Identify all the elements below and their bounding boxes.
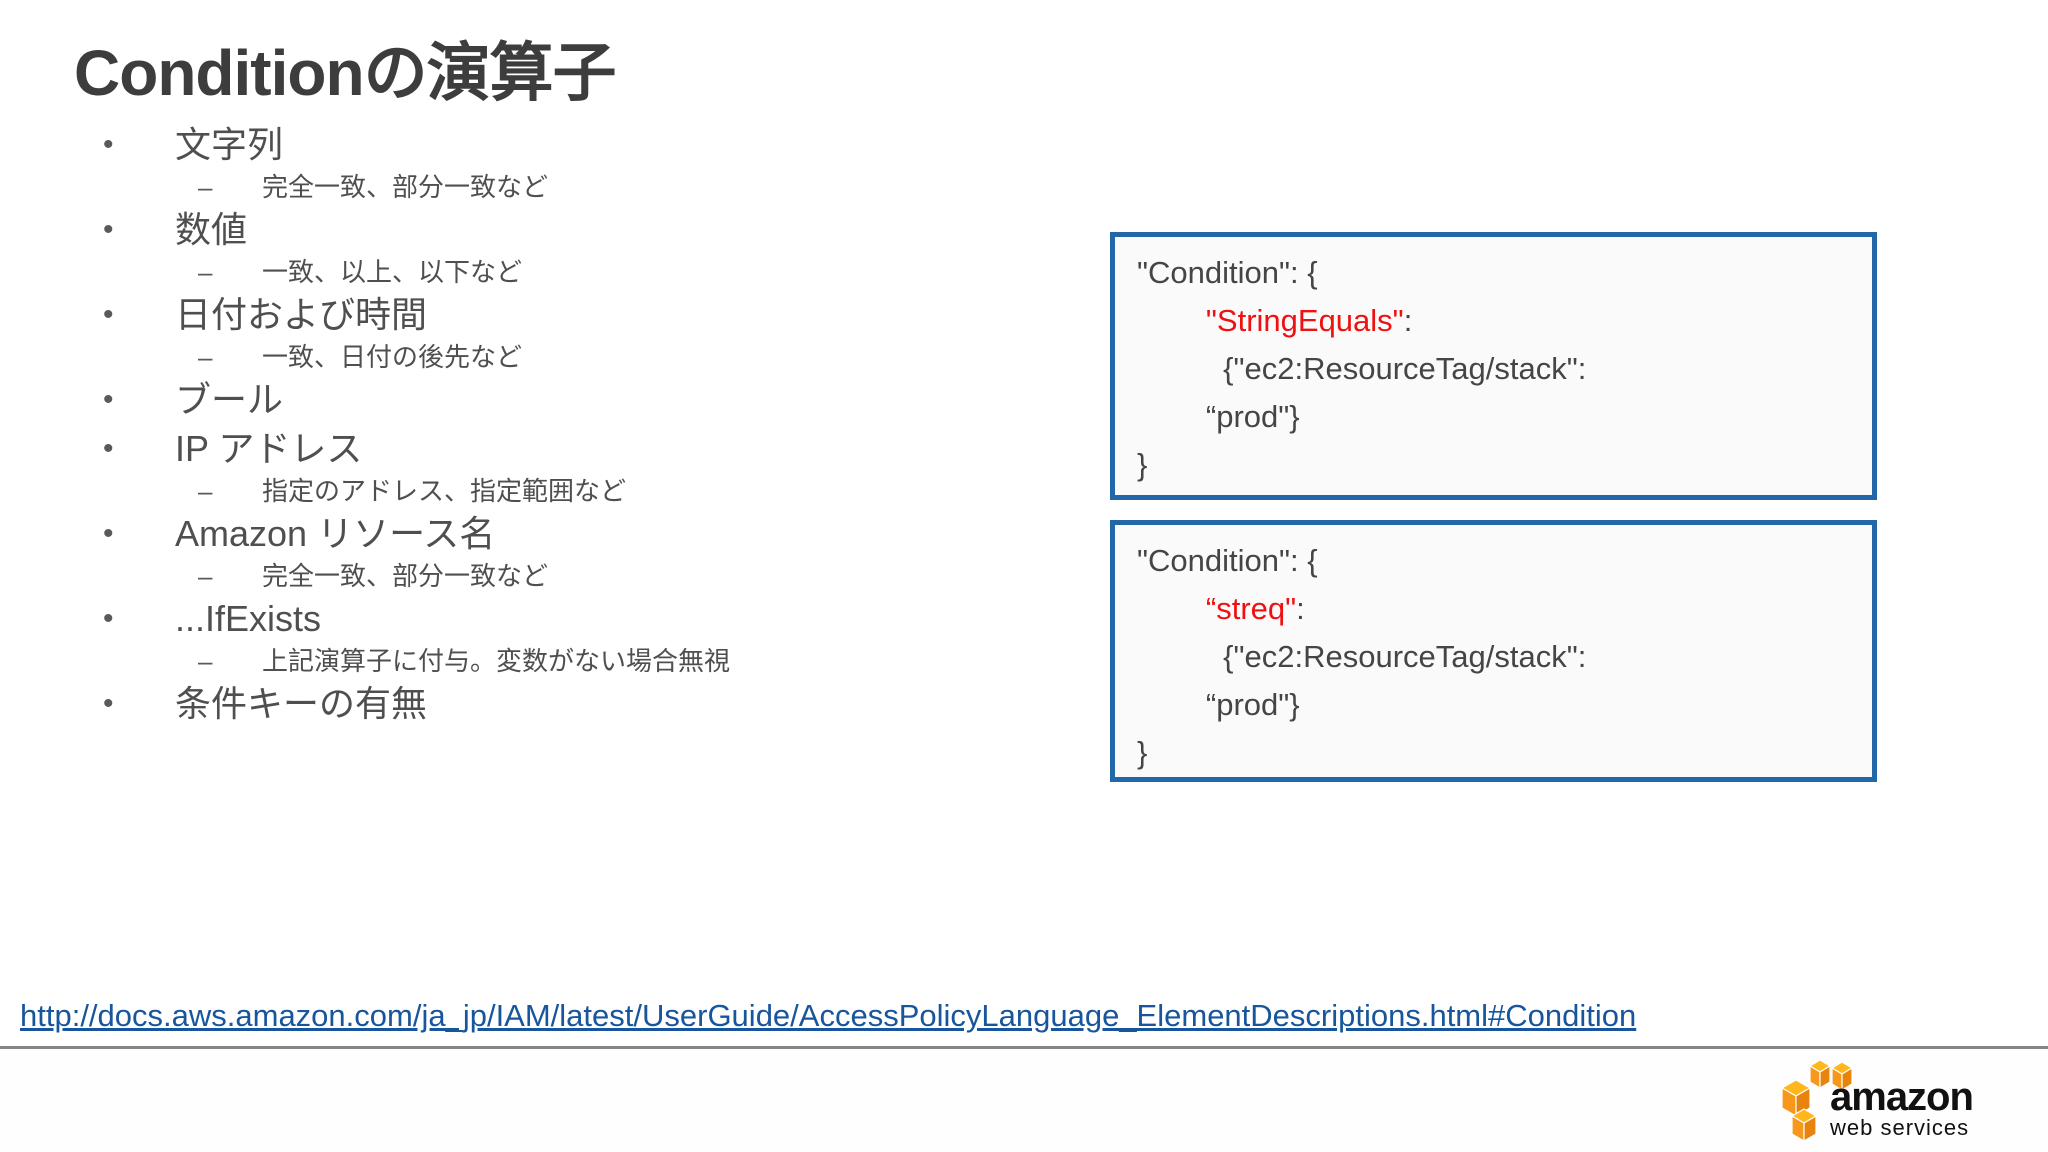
code-line: “streq": (1205, 591, 1305, 626)
code-line: "StringEquals": (1205, 303, 1413, 338)
dash-icon: – (198, 646, 213, 676)
code-line: } (1137, 447, 1148, 482)
aws-cubes-icon (1781, 1059, 1853, 1142)
footer-band (0, 1049, 2048, 1152)
bullet-label: 文字列 (175, 124, 284, 165)
bullet-item: • Amazon リソース名 (75, 509, 935, 558)
bullet-label: 条件キーの有無 (175, 683, 428, 724)
bullet-label: ブール (175, 379, 284, 420)
bullet-label: IP アドレス (175, 428, 363, 469)
bullet-dot-icon: • (103, 432, 114, 465)
bullet-list: • 文字列 – 完全一致、部分一致など • 数値 – 一致、以上、以下など • 日付および時間 – 一… (75, 120, 935, 728)
bullet-sub-item: – 一致、以上、以下など (75, 254, 935, 290)
bullet-sub-label: 上記演算子に付与。変数がない場合無視 (262, 646, 731, 676)
code-box-stringequals: "Condition": { "StringEquals": {"ec2:Res… (1110, 232, 1877, 500)
bullet-item: • ...IfExists (75, 594, 935, 643)
dash-icon: – (198, 342, 213, 372)
bullet-dot-icon: • (103, 383, 114, 416)
code-line: } (1137, 735, 1148, 770)
code-box-streq: "Condition": { “streq": {"ec2:ResourceTa… (1110, 520, 1877, 782)
dash-icon: – (198, 257, 213, 287)
bullet-dot-icon: • (103, 687, 114, 720)
bullet-dot-icon: • (103, 213, 114, 246)
dash-icon: – (198, 172, 213, 202)
bullet-label: 日付および時間 (175, 294, 428, 335)
footer-divider (0, 1046, 2048, 1049)
bullet-sub-label: 一致、以上、以下など (262, 257, 523, 287)
bullet-dot-icon: • (103, 517, 114, 550)
bullet-label: Amazon リソース名 (175, 513, 496, 554)
code-line: "Condition": { (1137, 543, 1318, 578)
bullet-sub-label: 完全一致、部分一致など (262, 561, 549, 591)
bullet-dot-icon: • (103, 128, 114, 161)
bullet-item: • IP アドレス (75, 424, 935, 473)
bullet-item: • 数値 (75, 205, 935, 254)
bullet-sub-label: 指定のアドレス、指定範囲など (262, 476, 627, 506)
dash-icon: – (198, 476, 213, 506)
bullet-dot-icon: • (103, 602, 114, 635)
bullet-item: • 文字列 (75, 120, 935, 169)
aws-logo-amazon: amazon (1830, 1075, 1974, 1119)
bullet-sub-item: – 一致、日付の後先など (75, 339, 935, 375)
bullet-sub-label: 完全一致、部分一致など (262, 172, 549, 202)
code-line: “prod"} (1137, 687, 1300, 722)
bullet-item: • 条件キーの有無 (75, 679, 935, 728)
docs-link[interactable]: http://docs.aws.amazon.com/ja_jp/IAM/lat… (20, 998, 1637, 1033)
code-line: "Condition": { (1137, 255, 1318, 290)
dash-icon: – (198, 561, 213, 591)
bullet-sub-item: – 指定のアドレス、指定範囲など (75, 473, 935, 509)
aws-logo-web-services: web services (1830, 1115, 1970, 1140)
bullet-item: • 日付および時間 (75, 290, 935, 339)
bullet-sub-label: 一致、日付の後先など (262, 342, 523, 372)
bullet-dot-icon: • (103, 298, 114, 331)
bullet-sub-item: – 完全一致、部分一致など (75, 169, 935, 205)
aws-logo-text: amazon web services (1830, 1075, 1974, 1140)
code-line: “prod"} (1137, 399, 1300, 434)
bullet-label: 数値 (175, 209, 248, 250)
bullet-label: ...IfExists (175, 598, 322, 639)
code-line: {"ec2:ResourceTag/stack": (1137, 639, 1587, 674)
bullet-item: • ブール (75, 375, 935, 424)
slide-title: Conditionの演算子 (74, 37, 617, 109)
code-line: {"ec2:ResourceTag/stack": (1137, 351, 1587, 386)
bullet-sub-item: – 上記演算子に付与。変数がない場合無視 (75, 643, 935, 679)
aws-logo: amazon web services (1780, 1058, 2000, 1146)
bullet-sub-item: – 完全一致、部分一致など (75, 558, 935, 594)
